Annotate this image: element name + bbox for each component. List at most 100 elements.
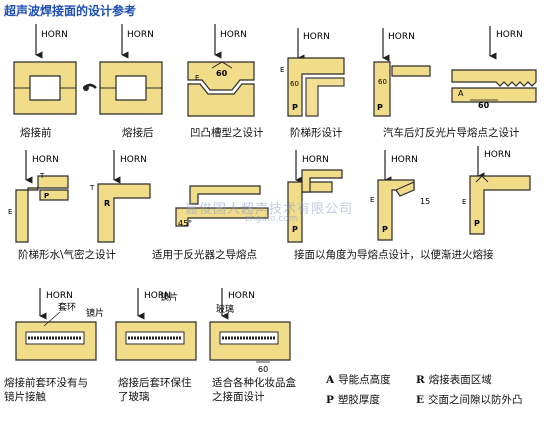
dim-60-step: 60: [290, 80, 299, 88]
dim-60-box: 60: [258, 365, 268, 374]
cosmetic-box-joint: 玻璃 60: [209, 303, 291, 374]
horn-arrow-7: HORN: [25, 150, 59, 184]
letter-e-15: E: [370, 196, 374, 204]
legend-r-text: 熔接表面区域: [428, 374, 492, 386]
horn-arrow-14: HORN: [221, 288, 255, 320]
dim-15: 15: [420, 197, 430, 206]
part-before-weld: [13, 61, 77, 115]
caption-collar-after: 熔接后套环保住 了玻璃: [118, 376, 192, 404]
caption-after-weld: 熔接后: [122, 127, 154, 139]
dim-60-groove: 60: [216, 69, 228, 78]
letter-t-reflector: T: [89, 184, 95, 192]
letter-e-step: E: [280, 66, 284, 74]
letter-p-angle: P: [292, 225, 298, 234]
caption-collar-before: 熔接前套环没有与 镜片接触: [4, 376, 88, 404]
caption-collar-after-line1: 熔接后套环保住: [118, 377, 192, 389]
caption-cosmetic: 适合各种化妆品盒 之接面设计: [212, 376, 296, 404]
horn-arrow-4: HORN: [297, 28, 330, 62]
horn-arrow-11: HORN: [477, 146, 511, 180]
horn-label-1: HORN: [41, 30, 68, 40]
collar-after-weld: 镜片: [115, 291, 197, 361]
reflector-energy-director: A 60: [451, 69, 537, 110]
caption-angle: 接面以角度为导熔点设计，以便渐进火熔接: [294, 249, 494, 261]
horn-label-7: HORN: [32, 155, 59, 165]
caption-reflector: 汽车后灯反光片导熔点之设计: [383, 127, 520, 139]
horn-label-3: HORN: [220, 30, 247, 40]
label-glass: 玻璃: [216, 303, 234, 315]
horn-arrow-1: HORN: [35, 24, 68, 59]
horn-arrow-9: HORN: [295, 150, 329, 184]
horn-label-8: HORN: [120, 155, 147, 165]
legend-a-key: A: [326, 374, 335, 386]
letter-p-15: P: [382, 225, 388, 234]
letter-p-hermetic: P: [44, 192, 49, 200]
angle-15-joint: 15 E P: [370, 179, 430, 241]
horn-arrow-2: HORN: [121, 24, 154, 59]
letter-p-step: P: [292, 103, 298, 112]
part-after-weld: [83, 61, 163, 115]
caption-step: 阶梯形设计: [290, 127, 343, 139]
dim-45: 45°: [178, 219, 192, 228]
caption-hermetic: 阶梯形水\气密之设计: [18, 249, 117, 261]
legend-e-key: E: [416, 394, 425, 406]
horn-arrow-5: HORN: [382, 28, 415, 62]
watermark: 嘉俊国人超声技术有限公司: [185, 202, 354, 217]
caption-cosmetic-line2: 之接面设计: [212, 391, 265, 403]
letter-e-right: E: [462, 198, 466, 206]
dim-60-reflector: 60: [478, 101, 490, 110]
letter-p-flange: P: [377, 103, 383, 112]
angle-45-joint: 45°: [175, 185, 269, 228]
horn-label-4: HORN: [303, 32, 330, 42]
watermark-url: zhgufo.com: [245, 214, 298, 224]
page-title: 超声波焊接面的设计参考: [4, 4, 137, 18]
horn-label-5: HORN: [388, 32, 415, 42]
letter-p-right: P: [474, 219, 480, 228]
legend-p-key: P: [326, 394, 334, 406]
letter-a-reflector: A: [458, 89, 464, 98]
horn-label-11: HORN: [484, 150, 511, 160]
horn-label-9: HORN: [302, 155, 329, 165]
angle-director-joint: P: [287, 169, 343, 243]
label-lens-1: 镜片: [86, 307, 104, 319]
legend-e-text: 交面之间隙以防外凸: [428, 394, 523, 406]
label-lens-2: 镜片: [160, 291, 178, 303]
dim-60-flange: 60: [378, 78, 387, 86]
letter-t-hermetic: T: [39, 172, 45, 180]
letter-e-hermetic: E: [8, 208, 12, 216]
legend-r-key: R: [416, 374, 425, 386]
horn-label-6: HORN: [496, 30, 523, 40]
caption-collar-before-line2: 镜片接触: [4, 391, 46, 403]
horn-arrow-6: HORN: [489, 26, 523, 60]
caption-reflector-director: 适用于反光器之导熔点: [152, 249, 257, 261]
step-joint: 60 P E: [280, 57, 345, 117]
horn-label-2: HORN: [127, 30, 154, 40]
stepped-hermetic-joint: P E T: [8, 172, 69, 243]
horn-label-12: HORN: [46, 291, 73, 301]
legend-p-text: 塑胶厚度: [337, 394, 380, 406]
caption-cosmetic-line1: 适合各种化妆品盒: [212, 377, 296, 389]
horn-arrow-12: HORN: [39, 288, 73, 320]
letter-e-groove: E: [195, 74, 199, 82]
reflector-director-joint: R T: [89, 183, 151, 243]
horn-arrow-10: HORN: [384, 150, 418, 184]
caption-collar-after-line2: 了玻璃: [118, 391, 150, 403]
legend-a-text: 导能点高度: [338, 374, 391, 386]
collar-before-weld: 套环 镜片: [15, 301, 104, 361]
horn-arrow-13: HORN: [137, 288, 171, 320]
right-angle-joint: E P: [462, 175, 531, 235]
horn-arrow-8: HORN: [113, 150, 147, 184]
tongue-groove-joint: 60 E: [187, 61, 255, 117]
caption-before-weld: 熔接前: [20, 127, 52, 139]
horn-label-13: HORN: [144, 291, 171, 301]
caption-collar-before-line1: 熔接前套环没有与: [4, 377, 88, 389]
letter-r-reflector: R: [104, 199, 110, 208]
horn-label-10: HORN: [391, 155, 418, 165]
caption-tongue-groove: 凹凸槽型之设计: [190, 127, 264, 139]
stepped-flange-joint: 60 P: [373, 61, 431, 117]
horn-label-14: HORN: [228, 291, 255, 301]
